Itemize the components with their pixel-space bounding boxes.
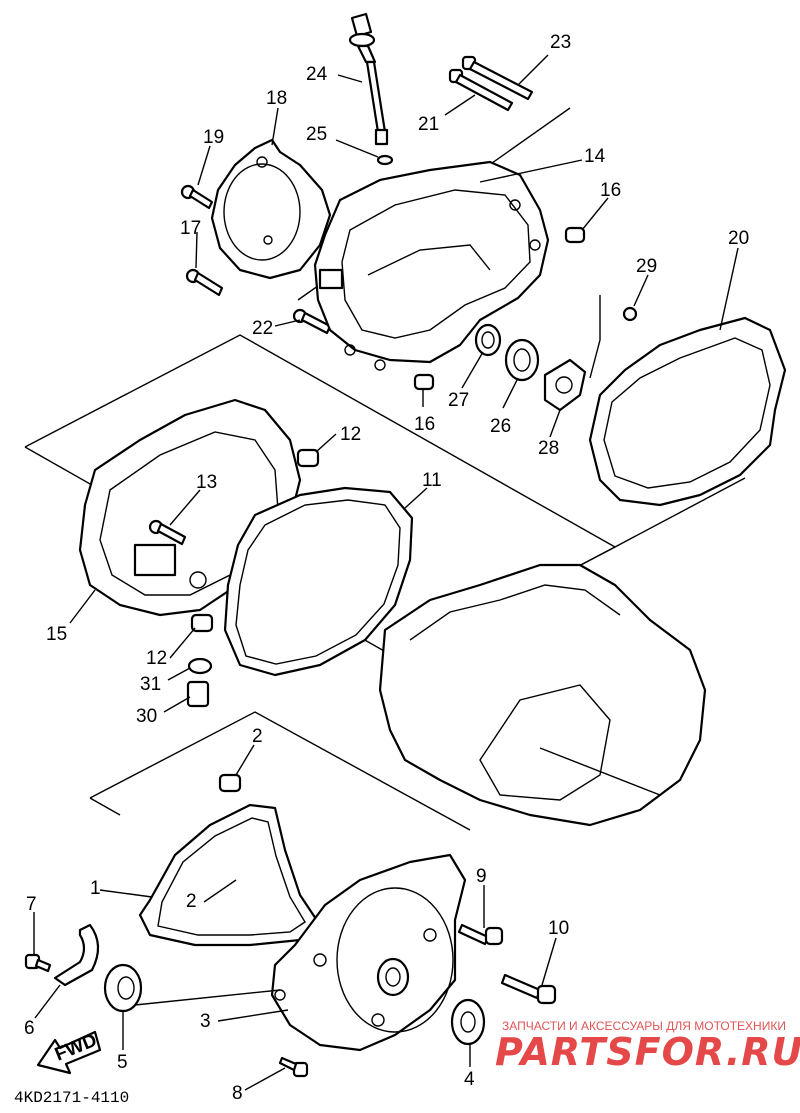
callout-22: 22 (252, 318, 273, 339)
callout-2a: 2 (252, 726, 263, 747)
callout-1: 1 (90, 878, 101, 899)
fwd-arrow-icon: FWD (36, 1030, 102, 1075)
washer-31 (187, 657, 213, 675)
gasket-20 (588, 316, 787, 507)
callout-30: 30 (136, 706, 157, 727)
callout-12a: 12 (340, 424, 361, 445)
part-code: 4KD2171-4110 (14, 1089, 129, 1107)
callout-12b: 12 (146, 648, 167, 669)
callout-6: 6 (24, 1018, 35, 1039)
crankcase (378, 563, 707, 827)
dowel-16-upper (564, 226, 586, 244)
callout-10: 10 (548, 918, 569, 939)
bolt-17 (185, 268, 224, 297)
bolt-19 (180, 184, 214, 210)
bolt-23 (461, 55, 534, 101)
callout-17: 17 (180, 218, 201, 239)
bolt-10 (500, 973, 557, 1005)
bolt-8 (278, 1056, 309, 1078)
callout-24: 24 (306, 64, 328, 85)
plate-6 (53, 923, 100, 987)
oil-seal-4 (450, 998, 486, 1046)
callout-4: 4 (464, 1069, 475, 1090)
dowel-2-upper (218, 773, 242, 793)
callout-16b: 16 (414, 414, 435, 435)
callout-14: 14 (584, 146, 606, 167)
callout-16a: 16 (600, 180, 621, 201)
watermark-logo: ЗАПЧАСТИ И АКСЕССУАРЫ ДЛЯ МОТОТЕХНИКИ PA… (495, 1019, 800, 1074)
plate-28 (543, 358, 587, 412)
watermark-brand: PARTSFOR.RU (495, 1030, 800, 1074)
plug-30 (186, 680, 210, 708)
gasket-11 (223, 486, 414, 677)
watermark-tagline: ЗАПЧАСТИ И АКСЕССУАРЫ ДЛЯ МОТОТЕХНИКИ (502, 1019, 786, 1033)
gasket-1 (138, 803, 322, 947)
clutch-cover-3 (270, 853, 467, 1052)
bolt-9 (457, 923, 504, 946)
callout-11: 11 (422, 470, 442, 491)
dowel-12-upper (296, 448, 320, 468)
callout-23: 23 (550, 32, 571, 53)
callout-31: 31 (140, 674, 161, 695)
callout-9: 9 (476, 866, 487, 887)
callout-15: 15 (46, 624, 67, 645)
callout-25: 25 (306, 124, 327, 145)
callout-27: 27 (448, 390, 469, 411)
bearing-26 (504, 338, 540, 382)
dipstick-24 (348, 12, 389, 146)
dowel-16-lower (413, 373, 435, 391)
callout-5: 5 (117, 1052, 128, 1073)
callout-28: 28 (538, 438, 559, 459)
dowel-12-lower (190, 613, 214, 633)
oil-seal-27 (474, 323, 502, 357)
bolt-13 (148, 519, 187, 546)
bolt-21 (448, 68, 514, 112)
oil-seal-5 (103, 963, 143, 1013)
callout-7: 7 (26, 894, 37, 915)
callout-21: 21 (418, 114, 439, 135)
callout-13: 13 (196, 472, 217, 493)
callout-29: 29 (636, 256, 657, 277)
bolt-29 (589, 295, 638, 379)
leader-lines (33, 54, 739, 1091)
o-ring-25 (376, 154, 394, 166)
callout-19: 19 (203, 127, 224, 148)
callout-3: 3 (200, 1011, 211, 1032)
callout-labels: 1 2 2 3 4 5 6 7 8 9 10 11 12 12 13 14 15… (24, 32, 749, 1104)
callout-18: 18 (266, 88, 287, 109)
callout-8: 8 (232, 1083, 243, 1104)
callout-20: 20 (728, 228, 749, 249)
callout-26: 26 (490, 416, 511, 437)
bolt-22 (292, 308, 332, 335)
cover-plate-18 (210, 138, 332, 280)
crankcase-cover-14 (313, 160, 550, 371)
callout-2b: 2 (186, 891, 197, 912)
bolt-7 (24, 953, 52, 973)
